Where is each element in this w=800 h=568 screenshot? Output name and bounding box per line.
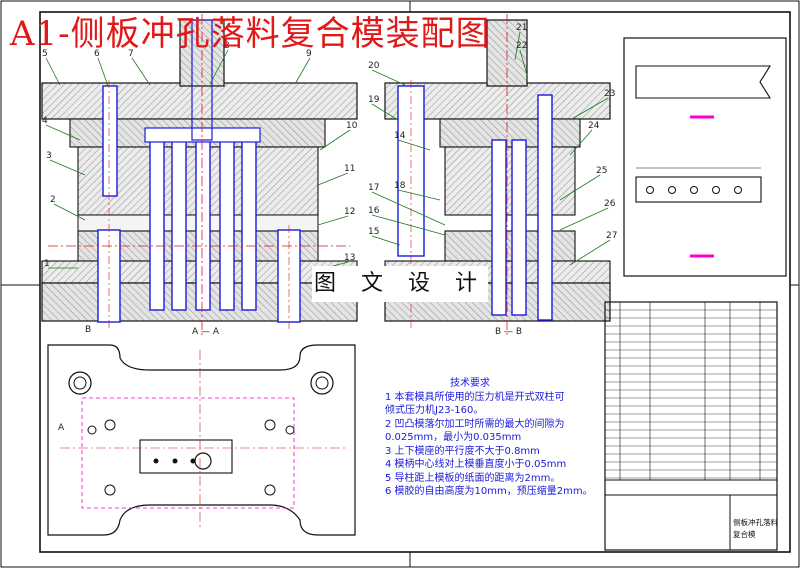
part-number-label: 6 (94, 49, 100, 59)
part-number-label: 1 (44, 259, 50, 269)
leader-line (45, 57, 61, 86)
leader-line (397, 139, 431, 151)
part-number-label: 22 (516, 41, 527, 51)
part-view (623, 37, 787, 277)
leader-line (317, 172, 349, 186)
leader-line (371, 69, 406, 86)
leader-line (397, 189, 441, 201)
part-number-label: 3 (46, 151, 52, 161)
part-number-label: 21 (516, 23, 527, 33)
part-number-label: 8 (224, 41, 230, 51)
part-number-label: 17 (368, 183, 379, 193)
leader-line (53, 203, 86, 221)
section-label-aa: A — A (192, 327, 220, 337)
part-number-label: 27 (606, 231, 617, 241)
part-number-label: 13 (344, 253, 355, 263)
leader-line (569, 97, 609, 121)
leader-line (49, 159, 86, 176)
part-number-label: 20 (368, 61, 380, 71)
leader-line (371, 214, 446, 236)
title-block (604, 301, 778, 551)
leader-line (209, 49, 229, 85)
tech-line: 1 本套模具所使用的压力机是开式双柱可 (385, 391, 565, 403)
leader-line (559, 174, 601, 201)
leader-line (371, 235, 401, 246)
leader-line (45, 124, 81, 141)
tech-line: 0.025mm，最小为0.035mm (385, 432, 522, 443)
tech-line: 5 导柱距上模板的纸面的距离为2mm。 (385, 472, 561, 484)
part-number-label: 5 (42, 49, 48, 59)
plan-view (47, 344, 356, 536)
inner-frame (39, 11, 791, 553)
screw (102, 85, 118, 197)
watermark-text: 图 文 设 计 (312, 266, 488, 302)
part-number-label: 11 (344, 164, 355, 174)
punches (149, 139, 257, 311)
part-number-label: 18 (394, 181, 406, 191)
part-number-label: 4 (42, 116, 48, 126)
leader-line (131, 57, 151, 86)
section-label-bb: B — B (495, 327, 522, 337)
leader-line (294, 57, 311, 85)
tech-line: 3 上下模座的平行度不大于0.8mm (385, 445, 540, 457)
leader-line (371, 103, 399, 121)
part-number-label: 26 (604, 199, 616, 209)
leader-line (559, 207, 609, 231)
tech-line: 4 模柄中心线对上模垂直度小于0.05mm (385, 459, 567, 470)
leader-line (514, 31, 521, 61)
part-number-label: 7 (128, 49, 134, 59)
leader-lines (45, 31, 611, 271)
drawing-title: A1-侧板冲孔落料复合模装配图 (10, 14, 491, 54)
technical-requirements: 技术要求 1 本套模具所使用的压力机是开式双柱可 倾式压力机J23-160。 2… (385, 377, 615, 499)
leader-line (317, 215, 349, 226)
leader-line (97, 57, 109, 87)
part-number-label: 23 (604, 89, 615, 99)
part-number-label: 2 (50, 195, 56, 205)
b-marker-left: B (85, 325, 91, 335)
title-block-name-2: 复合模 (733, 530, 756, 539)
tech-heading: 技术要求 (450, 378, 490, 389)
tech-line: 6 模胶的自由高度为10mm，预压缩量2mm。 (385, 486, 593, 497)
part-number-label: 25 (596, 166, 607, 176)
leader-line (569, 239, 611, 266)
title-block-name-1: 侧板冲孔落料 (733, 518, 778, 527)
upper-die-plate (41, 82, 358, 120)
part-number-label: 15 (368, 227, 379, 237)
leader-line (569, 129, 593, 156)
part-number-label: 16 (368, 206, 380, 216)
a-marker-left: A (58, 423, 65, 433)
part-number-label: 9 (306, 49, 312, 59)
part-number-label: 10 (346, 121, 358, 131)
part-number-label: 14 (394, 131, 406, 141)
leader-line (519, 49, 528, 76)
section-b-b (384, 14, 611, 335)
title-block-rows (605, 309, 777, 479)
tech-line: 2 凹凸模落尔加工时所需的最大的间隙为 (385, 418, 565, 430)
tech-line: 倾式压力机J23-160。 (385, 405, 484, 416)
section-a-a (41, 14, 358, 335)
leader-line (371, 191, 446, 226)
part-number-label: 12 (344, 207, 355, 217)
leader-line (319, 129, 351, 151)
part-number-label: 24 (588, 121, 600, 131)
part-number-label: 19 (368, 95, 380, 105)
